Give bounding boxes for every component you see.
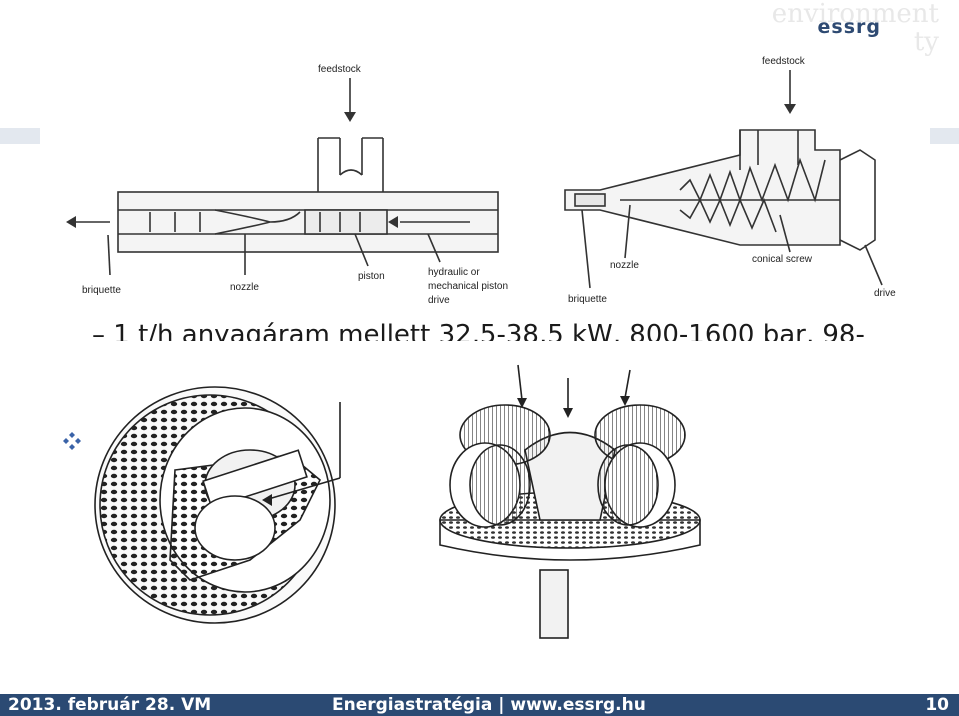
footer-bar: 2013. február 28. VM Energiastratégia | … [0,694,959,716]
logo-watermark: environment ty [771,0,939,57]
logo-text: essrg [817,16,881,38]
briquetting-press-diagram: feedstock briquette nozzle piston hydrau… [66,56,896,306]
label-drive: drive [874,288,896,299]
diamond-bullet-icon [63,432,81,450]
label-briquette-right: briquette [568,294,607,305]
footer-date: 2013. február 28. VM [8,695,212,715]
title-band-left [0,128,40,144]
label-hydraulic-3: drive [428,295,450,306]
label-hydraulic-1: hydraulic or [428,267,480,278]
sub-bullet-text: – 1 t/h anyagáram mellett 32,5-38,5 kW, … [92,320,865,341]
label-nozzle-right: nozzle [610,260,639,271]
label-hydraulic-2: mechanical piston [428,281,508,292]
title-band-right [930,128,959,144]
label-feedstock-right: feedstock [762,56,806,67]
label-nozzle-left: nozzle [230,282,259,293]
label-piston: piston [358,271,385,282]
label-briquette-left: briquette [82,285,121,296]
page-number: 10 [925,695,949,715]
label-feedstock-left: feedstock [318,64,362,75]
label-conical-screw: conical screw [752,254,813,265]
footer-center: Energiastratégia | www.essrg.hu [332,695,646,715]
essrg-logo: environment ty essrg [759,0,939,57]
